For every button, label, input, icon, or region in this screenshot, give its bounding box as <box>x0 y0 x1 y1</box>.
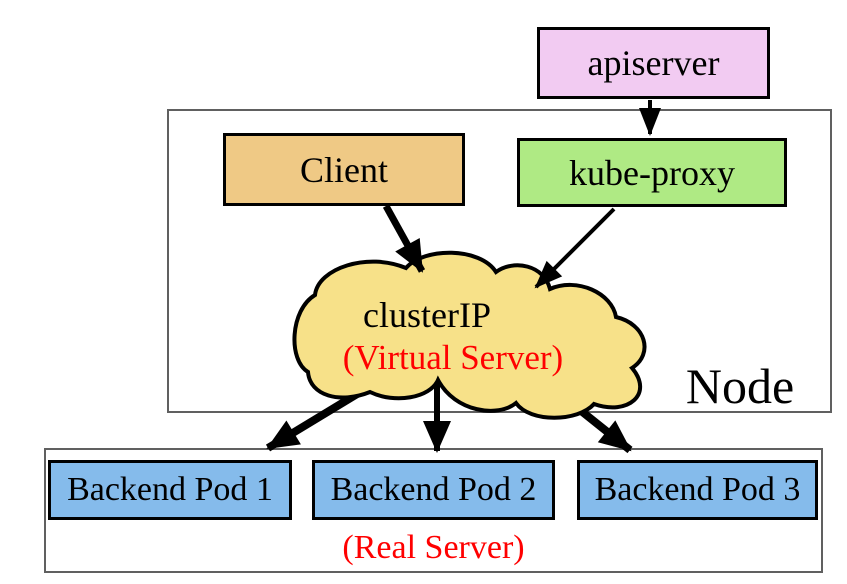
backend-pod-2-label: Backend Pod 2 <box>330 471 537 508</box>
backend-pod-2-box: Backend Pod 2 <box>312 460 555 520</box>
client-label: Client <box>300 149 388 190</box>
kube-proxy-label: kube-proxy <box>569 152 735 193</box>
backend-pod-1-box: Backend Pod 1 <box>48 460 292 520</box>
apiserver-box: apiserver <box>537 27 770 99</box>
client-box: Client <box>223 133 465 206</box>
backend-pod-3-box: Backend Pod 3 <box>577 460 818 520</box>
node-label: Node <box>685 358 795 414</box>
virtual-server-label: (Virtual Server) <box>342 338 564 377</box>
real-server-label: (Real Server) <box>342 529 525 566</box>
cluster-ip-label: clusterIP <box>363 295 491 335</box>
apiserver-label: apiserver <box>587 43 720 83</box>
backend-pod-3-label: Backend Pod 3 <box>594 471 801 508</box>
kube-proxy-box: kube-proxy <box>517 138 787 207</box>
backend-pod-1-label: Backend Pod 1 <box>67 471 273 508</box>
